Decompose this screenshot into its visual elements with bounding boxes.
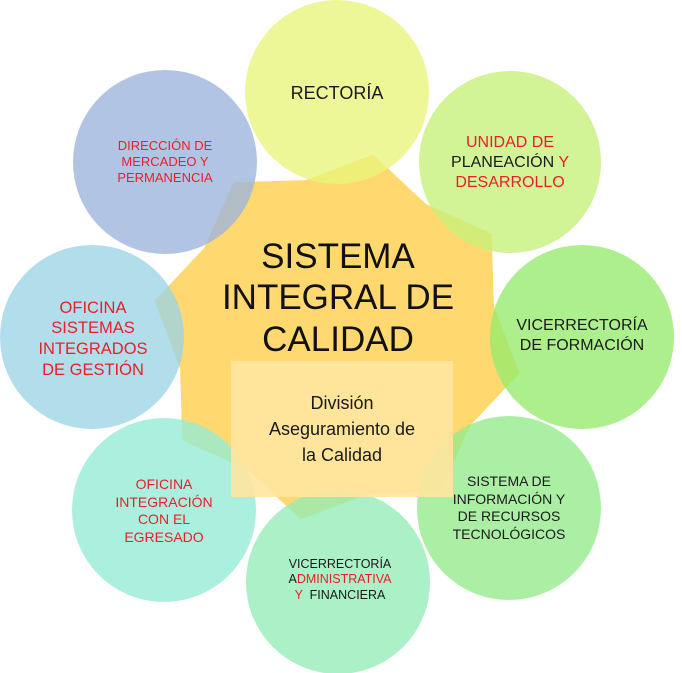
petal-label-line: PERMANENCIA	[117, 170, 212, 186]
petal-label-text: DMINISTRATIVA	[296, 572, 392, 587]
petal-label-text: A	[288, 572, 297, 587]
petal-label-rectoria: RECTORÍA	[255, 70, 419, 116]
petal-label-text: DE FORMACIÓN	[519, 337, 645, 354]
petal-label-line: VICERRECTORÍA	[516, 316, 647, 336]
petal-label-text: INTEGRACIÓN	[115, 493, 213, 510]
petal-label-text: CON EL	[137, 511, 191, 527]
petal-circle-rectoria	[245, 0, 429, 184]
petal-label-text: OFICINA	[59, 298, 127, 317]
petal-label-line: PLANEACIÓN Y	[451, 153, 569, 173]
petal-label-line: ADMINISTRATIVA	[288, 572, 391, 588]
petal-label-sistemas-integrados: OFICINA SISTEMAS INTEGRADOS DE GESTIÓN	[14, 286, 172, 392]
petal-label-text: INFORMACIÓN Y	[452, 490, 566, 507]
division-label-line: la Calidad	[301, 445, 383, 466]
division-label: División Aseguramiento de la Calidad	[231, 361, 453, 497]
petal-label-line: INTEGRACIÓN	[115, 494, 212, 512]
petal-label-text: DE RECURSOS	[457, 508, 561, 524]
division-label-line: División	[310, 392, 374, 413]
division-box	[231, 361, 453, 497]
petal-label-text: SISTEMA DE	[466, 473, 552, 489]
petal-label-text: DIRECCIÓN DE	[117, 137, 213, 153]
center-title-line: SISTEMA	[261, 237, 415, 276]
petal-label-text: MERCADEO Y	[121, 153, 209, 169]
petal-label-formacion: VICERRECTORÍA DE FORMACIÓN	[496, 308, 668, 364]
petal-label-text: DE GESTIÓN	[42, 360, 144, 379]
petal-circle-egresado	[72, 418, 256, 602]
petal-label-text: Y	[294, 587, 310, 602]
division-label-line: Aseguramiento de	[268, 418, 416, 439]
petal-label-text: PLANEACIÓN	[451, 154, 559, 171]
petal-label-line: EGRESADO	[124, 529, 203, 547]
petal-label-line: DE GESTIÓN	[42, 360, 144, 381]
petal-label-line: Y FINANCIERA	[295, 588, 386, 604]
petal-label-line: DE FORMACIÓN	[520, 336, 644, 356]
petal-label-line: VICERRECTORÍA	[289, 557, 392, 573]
petal-label-line: DIRECCIÓN DE	[118, 138, 213, 154]
petal-label-line: INFORMACIÓN Y	[453, 491, 566, 509]
petal-circle-formacion	[490, 245, 674, 429]
petal-label-text: PERMANENCIA	[117, 170, 213, 186]
petal-circle-mercadeo	[73, 70, 257, 254]
petal-label-line: OFICINA	[136, 476, 193, 494]
petal-circle-administrativa	[246, 490, 430, 673]
center-title-line: CALIDAD	[262, 319, 414, 359]
petal-label-line: TECNOLÓGICOS	[453, 526, 566, 544]
petal-circle-sistema-informacion	[417, 416, 601, 600]
center-title-line: INTEGRAL DE	[221, 278, 455, 318]
petal-label-line: SISTEMAS	[51, 318, 134, 339]
petal-circle-planeacion	[419, 71, 601, 253]
petal-label-line: RECTORÍA	[291, 82, 384, 105]
petal-label-line: CON EL	[138, 511, 190, 529]
petal-label-text: VICERRECTORÍA	[288, 556, 392, 571]
petal-label-text: INTEGRADOS	[38, 340, 148, 358]
petal-label-line: DESARROLLO	[455, 173, 564, 193]
petal-label-line: DE RECURSOS	[458, 508, 561, 526]
petal-label-text: SISTEMAS	[51, 319, 135, 338]
petal-circle-sistemas-integrados	[0, 245, 184, 429]
petal-label-line: INTEGRADOS	[38, 339, 147, 360]
petal-label-text: OFICINA	[135, 476, 193, 492]
petal-label-text: VICERRECTORÍA	[516, 317, 648, 334]
petal-label-line: MERCADEO Y	[121, 154, 208, 170]
petal-label-text: FINANCIERA	[309, 587, 386, 602]
petal-label-text: RECTORÍA	[290, 82, 384, 103]
petal-label-text: EGRESADO	[124, 528, 204, 545]
center-title: SISTEMA INTEGRAL DE CALIDAD	[196, 236, 480, 360]
petal-label-line: UNIDAD DE	[466, 133, 554, 153]
petal-label-line: OFICINA	[60, 298, 127, 319]
petal-label-text: TECNOLÓGICOS	[452, 525, 566, 542]
petal-label-text: Y	[558, 154, 569, 171]
petal-label-text: DESARROLLO	[455, 174, 565, 191]
petal-label-line: SISTEMA DE	[467, 473, 551, 491]
petal-label-text: UNIDAD DE	[465, 134, 554, 151]
